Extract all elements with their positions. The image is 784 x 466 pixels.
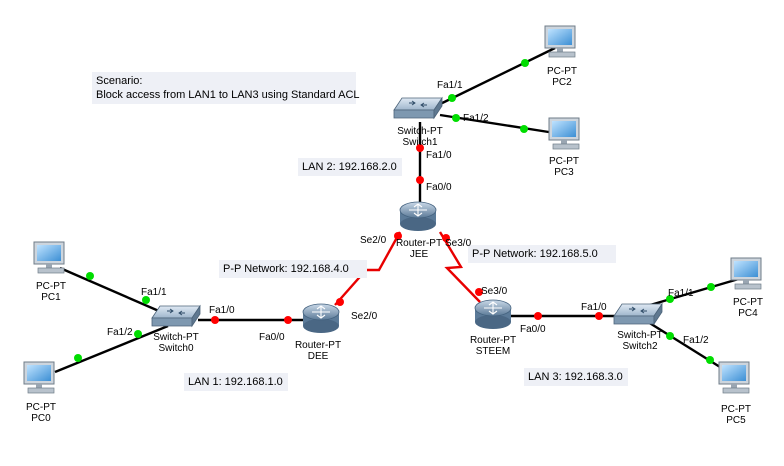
port-label: Fa1/0	[581, 302, 607, 313]
pc4-icon[interactable]	[730, 257, 762, 290]
link-status-dot	[442, 234, 450, 242]
link-jee-steem-serial	[438, 231, 481, 303]
link-status-dot	[336, 298, 344, 306]
link-pc1-switch0	[59, 266, 176, 320]
scenario-text: Block access from LAN1 to LAN3 using Sta…	[96, 89, 360, 101]
port-label: Fa0/0	[426, 182, 452, 193]
port-label: Fa1/2	[683, 335, 709, 346]
link-status-dot	[74, 354, 82, 362]
link-switch2-pc4	[639, 276, 743, 310]
link-status-dot	[452, 114, 460, 122]
switch2-icon[interactable]	[613, 302, 663, 326]
port-label: Fa1/1	[141, 287, 167, 298]
link-status-dot	[534, 312, 542, 320]
scenario-heading: Scenario:	[96, 75, 143, 87]
pc5-icon[interactable]	[718, 361, 750, 394]
pc2-icon[interactable]	[544, 25, 576, 58]
link-switch2-pc5	[647, 320, 729, 374]
link-status-dot	[520, 125, 528, 133]
scenario-note: Scenario: Block access from LAN1 to LAN3…	[92, 72, 360, 104]
link-pc0-switch0	[54, 324, 169, 374]
port-label: Fa0/0	[520, 324, 546, 335]
link-status-dot	[86, 272, 94, 280]
port-label: Fa0/0	[259, 332, 285, 343]
link-status-dot	[448, 94, 456, 102]
pc1-icon[interactable]	[33, 241, 65, 274]
lan1-note: LAN 1: 192.168.1.0	[184, 373, 288, 391]
port-label: Se2/0	[351, 311, 378, 322]
link-status-dot	[134, 330, 142, 338]
link-status-dot	[416, 144, 424, 152]
router-dee-icon[interactable]	[302, 303, 340, 333]
lan3-note: LAN 3: 192.168.3.0	[524, 368, 628, 386]
port-label: Se2/0	[360, 235, 387, 246]
router-jee-icon[interactable]	[399, 201, 437, 231]
port-label: Fa1/2	[463, 113, 489, 124]
link-status-dot	[211, 316, 219, 324]
link-status-dot	[666, 332, 674, 340]
router-steem-icon[interactable]	[474, 299, 512, 329]
switch1-icon[interactable]	[393, 96, 443, 120]
pp-network-4-note: P-P Network: 192.168.4.0	[219, 260, 367, 278]
link-status-dot	[475, 288, 483, 296]
link-status-dot	[521, 59, 529, 67]
link-status-dot	[284, 316, 292, 324]
port-label: Se3/0	[481, 286, 508, 297]
port-label: Fa1/0	[209, 305, 235, 316]
port-label: Fa1/0	[426, 150, 452, 161]
switch0-icon[interactable]	[151, 304, 201, 328]
link-dee-jee-serial	[334, 231, 402, 306]
lan2-note: LAN 2: 192.168.2.0	[298, 158, 402, 176]
pc0-icon[interactable]	[23, 361, 55, 394]
link-status-dot	[706, 356, 714, 364]
link-status-dot	[707, 283, 715, 291]
link-status-dot	[142, 296, 150, 304]
link-status-dot	[416, 176, 424, 184]
port-label: Se3/0	[445, 238, 472, 249]
port-label: Fa1/2	[107, 327, 133, 338]
port-label: Fa1/1	[668, 288, 694, 299]
port-label: Fa1/1	[437, 80, 463, 91]
link-status-dot	[595, 312, 603, 320]
link-status-dot	[666, 295, 674, 303]
pc3-icon[interactable]	[548, 117, 580, 150]
pp-network-5-note: P-P Network: 192.168.5.0	[468, 245, 616, 263]
link-status-dot	[394, 232, 402, 240]
